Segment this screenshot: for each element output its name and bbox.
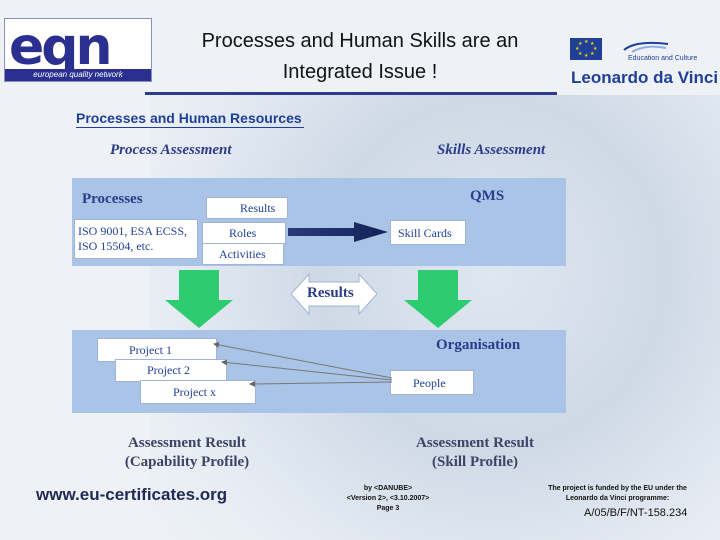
- title-line2: Integrated Issue !: [282, 61, 438, 83]
- title-underline: [145, 92, 557, 95]
- eqn-logo-strip: european quality network: [5, 69, 151, 81]
- people-to-projects-lines: [213, 341, 393, 387]
- project-1-box: Project 1: [97, 338, 217, 362]
- process-assessment-label: Process Assessment: [110, 142, 232, 158]
- results-center-label: Results: [307, 285, 354, 301]
- roles-to-skill-cards-arrow: [288, 222, 388, 242]
- footer-funding-line2: Leonardo da Vinci programme:: [565, 495, 670, 502]
- footer-version-line: <Version 2>, <3.10.2007>: [346, 495, 430, 502]
- leonardo-logo: Leonardo da Vinci: [571, 68, 719, 87]
- project-2-box: Project 2: [115, 359, 227, 382]
- footer-by-line: by <DANUBE>: [363, 485, 413, 492]
- right-green-down-arrow: [404, 270, 472, 328]
- section-heading: Processes and Human Resources: [76, 110, 302, 126]
- footer-version-info: by <DANUBE> <Version 2>, <3.10.2007> Pag…: [318, 484, 458, 514]
- left-green-down-arrow: [165, 270, 233, 328]
- assessment-right-line2: (Skill Profile): [432, 454, 518, 470]
- assessment-right-line1: Assessment Result: [416, 435, 534, 451]
- footer-url-link[interactable]: www.eu-certificates.org: [36, 485, 228, 504]
- qms-label: QMS: [470, 188, 505, 204]
- section-heading-underline: [76, 127, 304, 128]
- footer-page-line: Page 3: [376, 505, 400, 512]
- results-double-arrow: [291, 272, 377, 316]
- footer-funding-info: The project is funded by the EU under th…: [520, 484, 715, 504]
- assessment-left-line2: (Capability Profile): [124, 454, 250, 470]
- skills-assessment-label: Skills Assessment: [437, 142, 546, 158]
- iso-standards-box: ISO 9001, ESA ECSS, ISO 15504, etc.: [74, 219, 198, 259]
- eqn-logo-word: eqn: [9, 17, 113, 77]
- page-title: Processes and Human Skills are an Integr…: [160, 26, 560, 88]
- eu-flag-icon: ★★ ★★ ★★ ★★: [570, 38, 602, 60]
- assessment-result-capability: Assessment Result (Capability Profile): [100, 434, 274, 472]
- processes-label: Processes: [82, 191, 143, 207]
- title-line1: Processes and Human Skills are an: [201, 30, 519, 52]
- footer-funding-line1: The project is funded by the EU under th…: [548, 485, 687, 492]
- iso-line1: ISO 9001, ESA ECSS,: [78, 224, 188, 238]
- skill-cards-box: Skill Cards: [390, 220, 466, 245]
- results-box: Results: [206, 197, 288, 219]
- iso-line2: ISO 15504, etc.: [78, 239, 154, 253]
- footer-project-code: A/05/B/F/NT-158.234: [584, 507, 688, 519]
- organisation-label: Organisation: [436, 337, 521, 353]
- education-label: Education and Culture: [628, 55, 698, 62]
- people-box: People: [390, 370, 474, 395]
- roles-box: Roles: [202, 222, 286, 244]
- education-swoosh-icon: [623, 41, 669, 53]
- project-x-box: Project x: [140, 380, 256, 404]
- activities-box: Activities: [202, 243, 284, 265]
- eqn-logo: eqn european quality network: [4, 18, 152, 82]
- assessment-left-line1: Assessment Result: [128, 435, 246, 451]
- assessment-result-skill: Assessment Result (Skill Profile): [392, 434, 558, 472]
